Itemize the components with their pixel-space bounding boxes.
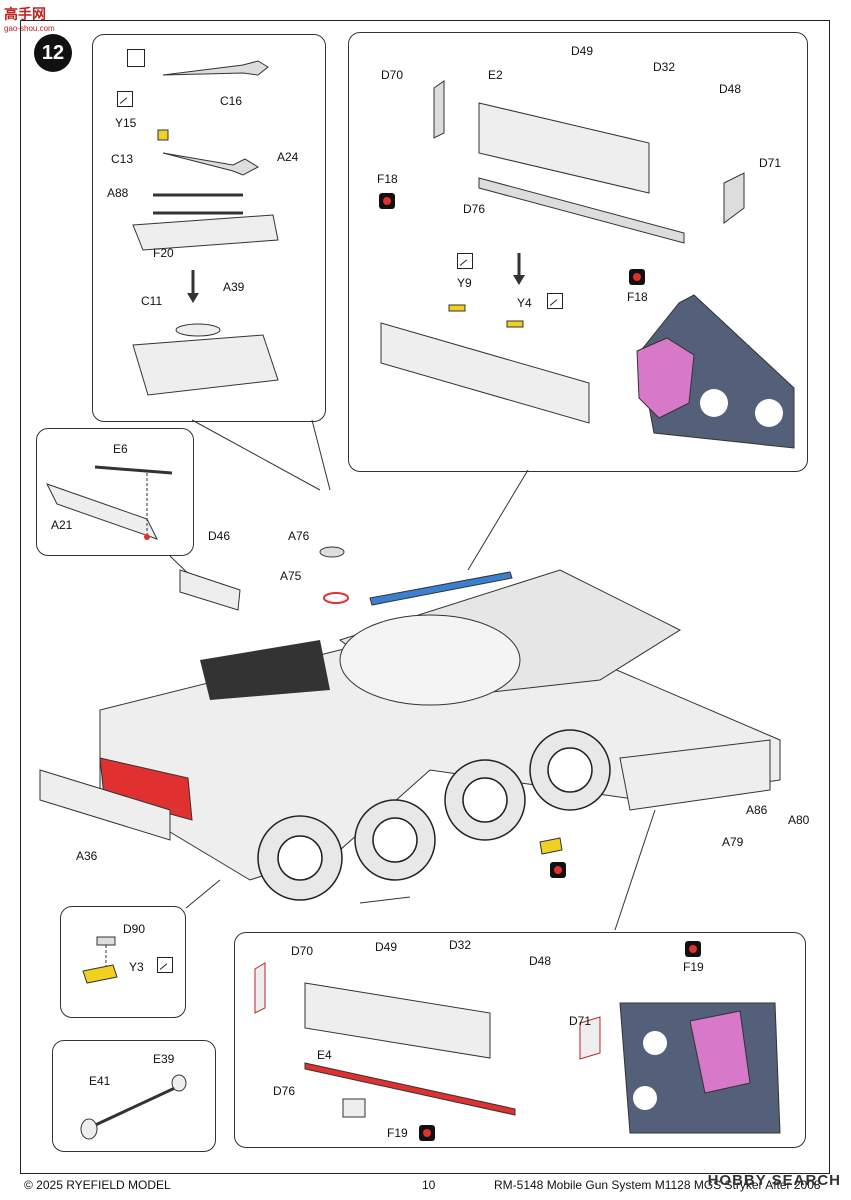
photo-etch-icon: [685, 941, 701, 957]
side-rack-drawing: [380, 80, 795, 449]
part-label-f20: F20: [153, 246, 174, 260]
callout-box-d90: D90 Y3: [60, 906, 186, 1018]
part-label-d48: D48: [529, 954, 552, 968]
callout-box-e39: E39 E41: [52, 1040, 216, 1152]
part-label-a24: A24: [277, 150, 299, 164]
part-label-e2: E2: [488, 68, 503, 82]
part-label-f19-bottom: F19: [387, 1126, 408, 1140]
callout-box-e6: E6 A21: [36, 428, 194, 556]
callout-box-side-rack: D49 D70 E2 D32 D48 F18 D71 D76 Y9 Y4 F18: [348, 32, 808, 472]
part-label-a76: A76: [288, 529, 310, 543]
part-label-d71: D71: [759, 156, 782, 170]
part-label-d71: D71: [569, 1014, 592, 1028]
part-label-y9: Y9: [457, 276, 472, 290]
part-label-y3: Y3: [129, 960, 144, 974]
photo-etch-icon: [419, 1125, 435, 1141]
step-number-badge: 12: [34, 34, 72, 72]
d90-drawing: [82, 936, 118, 984]
c16-assembly-drawing: [132, 60, 279, 396]
part-label-y15: Y15: [115, 116, 137, 130]
part-label-d76: D76: [463, 202, 486, 216]
glue-icon: [117, 91, 133, 107]
part-label-e4: E4: [317, 1048, 332, 1062]
side-rack-right-drawing: [254, 962, 781, 1134]
e6-drawing: [46, 465, 173, 540]
footer-copyright: © 2025 RYEFIELD MODEL: [24, 1178, 171, 1192]
callout-box-c16: C16 Y15 C13 A24 A88 F20 C11 A39: [92, 34, 326, 422]
part-label-d90: D90: [123, 922, 146, 936]
photo-etch-icon: [379, 193, 395, 209]
part-label-d70: D70: [291, 944, 314, 958]
site-watermark: 高手网 gao-shou.com: [4, 6, 55, 33]
part-label-a88: A88: [107, 186, 129, 200]
part-label-a36: A36: [76, 849, 98, 863]
e39-drawing: [80, 1074, 187, 1140]
part-label-d32: D32: [653, 60, 676, 74]
footer-page-number: 10: [422, 1178, 436, 1192]
part-label-d49: D49: [571, 44, 594, 58]
part-label-e41: E41: [89, 1074, 111, 1088]
glue-icon: [457, 253, 473, 269]
part-label-a79: A79: [722, 835, 744, 849]
glue-icon: [547, 293, 563, 309]
part-label-d48: D48: [719, 82, 742, 96]
footer-kit-title: RM-5148 Mobile Gun System M1128 MGS Stry…: [494, 1178, 821, 1192]
part-label-d46: D46: [208, 529, 231, 543]
paint-icon: [127, 49, 145, 67]
part-label-a21: A21: [51, 518, 73, 532]
part-label-a39: A39: [223, 280, 245, 294]
part-label-d76: D76: [273, 1084, 296, 1098]
part-label-c13: C13: [111, 152, 134, 166]
part-label-e6: E6: [113, 442, 128, 456]
part-label-d70: D70: [381, 68, 404, 82]
photo-etch-icon: [629, 269, 645, 285]
glue-icon: [157, 957, 173, 973]
part-label-f18-detail: F18: [627, 290, 648, 304]
part-label-a86: A86: [746, 803, 768, 817]
part-label-e39: E39: [153, 1052, 175, 1066]
page-frame: [20, 20, 830, 1174]
part-label-c11: C11: [141, 294, 163, 308]
part-label-f18: F18: [377, 172, 398, 186]
part-label-a75: A75: [280, 569, 302, 583]
part-label-d32: D32: [449, 938, 472, 952]
part-label-a80: A80: [788, 813, 810, 827]
part-label-f19: F19: [683, 960, 704, 974]
callout-box-side-rack-right: D70 D49 D32 D48 F19 D71 E4 D76 F19: [234, 932, 806, 1148]
hobby-search-watermark: HOBBY SEARCH: [707, 1172, 841, 1189]
part-label-c16: C16: [220, 94, 243, 108]
part-label-d49: D49: [375, 940, 398, 954]
photo-etch-icon: [550, 862, 566, 878]
part-label-y4: Y4: [517, 296, 532, 310]
